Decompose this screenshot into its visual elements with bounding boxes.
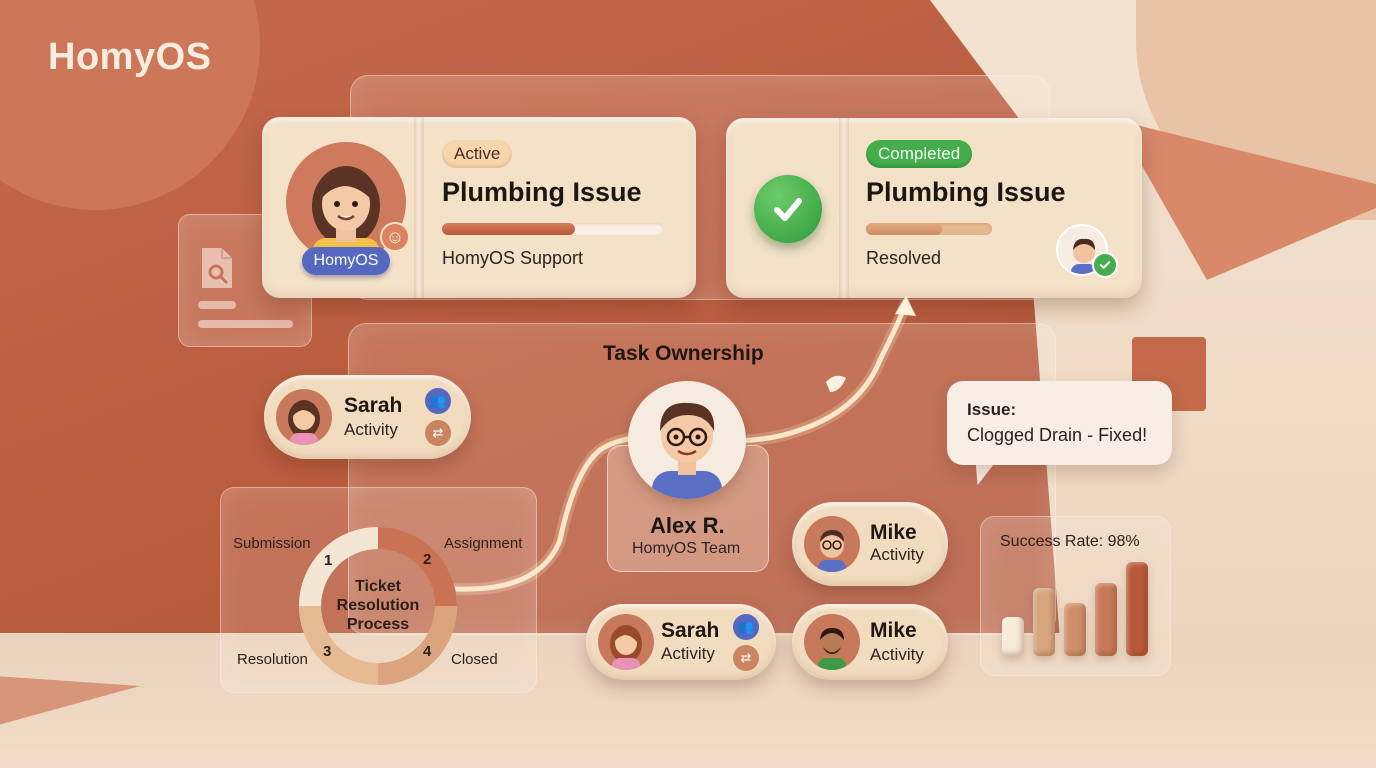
owner-team: HomyOS Team	[632, 540, 741, 557]
owner-name: Alex R.	[650, 513, 725, 538]
card-divider	[414, 117, 424, 298]
card-divider	[839, 118, 849, 298]
swap-icon[interactable]: ⇄	[733, 645, 759, 671]
step-label-submission: Submission	[233, 535, 311, 552]
center-line: Ticket	[355, 578, 401, 595]
participant-pill-sarah-2[interactable]: Sarah Activity 👥 ⇄	[586, 604, 776, 680]
mike-avatar	[804, 614, 860, 670]
participant-pill-mike-2[interactable]: Mike Activity	[792, 604, 948, 680]
arrow-head-icon	[895, 296, 916, 316]
active-progress-fill	[442, 223, 576, 235]
completed-ticket-title: Plumbing Issue	[866, 177, 1066, 207]
doc-line	[198, 320, 293, 328]
chart-bar	[1064, 603, 1086, 656]
issue-text: Clogged Drain - Fixed!	[967, 425, 1148, 445]
participant-pill-sarah[interactable]: Sarah Activity 👥 ⇄	[264, 375, 471, 459]
sarah-avatar	[276, 389, 332, 445]
participant-name: Mike	[870, 521, 917, 544]
status-badge-completed: Completed	[866, 140, 973, 168]
user-group-icon[interactable]: 👥	[425, 388, 451, 414]
issue-label: Issue:	[967, 400, 1017, 419]
completed-progress-bar	[866, 223, 992, 235]
participant-name: Sarah	[661, 619, 720, 642]
smiley-icon: ☺	[380, 222, 410, 252]
process-ring	[299, 527, 457, 685]
doc-line	[198, 301, 236, 309]
step-number: 1	[324, 552, 333, 569]
user-group-icon[interactable]: 👥	[733, 614, 759, 640]
mike-avatar	[804, 516, 860, 572]
active-ticket-title: Plumbing Issue	[442, 177, 642, 207]
chart-bar	[1126, 562, 1148, 656]
owner-avatar	[628, 381, 746, 499]
sarah-avatar	[598, 614, 654, 670]
active-assignee: HomyOS Support	[442, 248, 584, 268]
task-ownership-title: Task Ownership	[603, 342, 764, 365]
swap-icon[interactable]: ⇄	[425, 420, 451, 446]
step-label-resolution: Resolution	[237, 651, 308, 668]
center-line: Resolution	[336, 597, 420, 614]
chart-bar	[1095, 583, 1117, 656]
chart-title: Success Rate: 98%	[1000, 533, 1140, 550]
app-logo: HomyOS	[48, 36, 212, 78]
step-number: 4	[423, 643, 432, 660]
center-line: Process	[346, 616, 410, 633]
participant-sub: Activity	[661, 644, 715, 663]
ring-segment-assignment	[377, 527, 457, 607]
ring-segment-resolution	[299, 605, 379, 685]
chart-bar	[1002, 617, 1024, 656]
process-panel	[220, 487, 537, 693]
participant-name: Mike	[870, 619, 917, 642]
participant-sub: Activity	[870, 645, 924, 664]
completed-progress-fill	[866, 223, 942, 235]
ring-segment-closed	[377, 605, 457, 685]
step-number: 2	[423, 551, 432, 568]
document-search-icon	[202, 248, 232, 288]
participant-sub: Activity	[344, 420, 398, 439]
issue-speech-bubble: Issue: Clogged Drain - Fixed!	[947, 381, 1172, 465]
verified-check-icon	[1092, 252, 1118, 278]
process-center-label: Ticket Resolution Process	[330, 577, 426, 634]
status-badge-active: Active	[442, 140, 513, 168]
chart-bar	[1033, 588, 1055, 656]
step-label-closed: Closed	[451, 651, 498, 668]
completed-state: Resolved	[866, 248, 942, 268]
ring-segment-submission	[299, 527, 379, 607]
step-number: 3	[323, 643, 332, 660]
avatar-badge: HomyOS	[302, 247, 390, 275]
active-progress-bar	[442, 223, 664, 235]
check-circle-icon	[754, 175, 822, 243]
participant-pill-mike[interactable]: Mike Activity	[792, 502, 948, 586]
participant-sub: Activity	[870, 545, 924, 564]
participant-name: Sarah	[344, 394, 403, 417]
resolver-avatar	[1056, 224, 1108, 276]
step-label-assignment: Assignment	[444, 535, 523, 552]
